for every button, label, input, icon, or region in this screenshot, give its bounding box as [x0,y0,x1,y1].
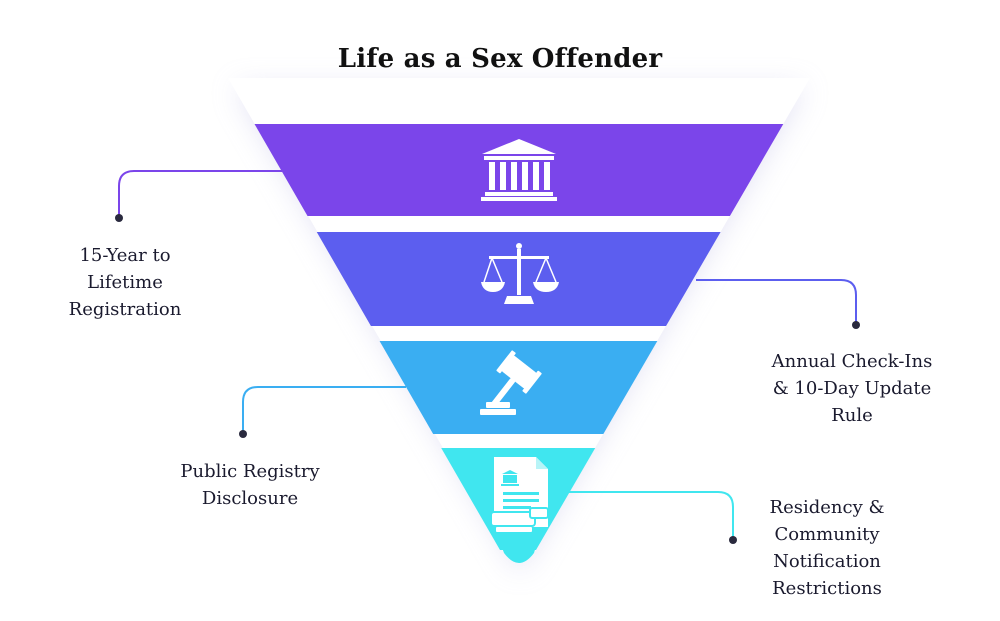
layer-1-label-line: Lifetime [87,272,163,293]
connector-line-4 [568,491,734,539]
layer-2-label-line: Annual Check-Ins [771,351,933,372]
scales-of-justice-icon [481,243,559,304]
layer-3-label: Public Registry Disclosure [150,458,350,512]
layer-4-label-line: Residency & [769,497,885,518]
layer-4-label-line: Community [774,524,880,545]
layer-2-label-line: & 10-Day Update [772,378,932,399]
layer-1-label-line: Registration [68,299,182,320]
layer-4-label: Residency & Community Notification Restr… [742,494,912,602]
connector-line-1 [118,170,282,217]
layer-4-label-line: Restrictions [772,578,882,599]
diagram-title: Life as a Sex Offender [337,44,663,74]
connector-line-3 [242,386,406,433]
funnel-layer-4-tip [499,540,538,563]
layer-1-label-line: 15-Year to [79,245,171,266]
connector-dot-1 [115,214,123,222]
legal-document-icon [490,457,549,532]
layer-2-label-line: Rule [831,405,873,426]
layer-1-label: 15-Year to Lifetime Registration [40,242,210,323]
connector-dot-4 [729,536,737,544]
connector-dot-2 [852,321,860,329]
courthouse-icon [481,139,557,201]
layer-3-label-line: Public Registry [180,461,320,482]
gavel-icon [480,350,542,415]
layer-3-label-line: Disclosure [201,488,299,509]
layer-4-label-line: Notification [773,551,881,572]
connector-dot-3 [239,430,247,438]
layer-2-label: Annual Check-Ins & 10-Day Update Rule [752,348,952,429]
connector-line-2 [696,279,857,324]
